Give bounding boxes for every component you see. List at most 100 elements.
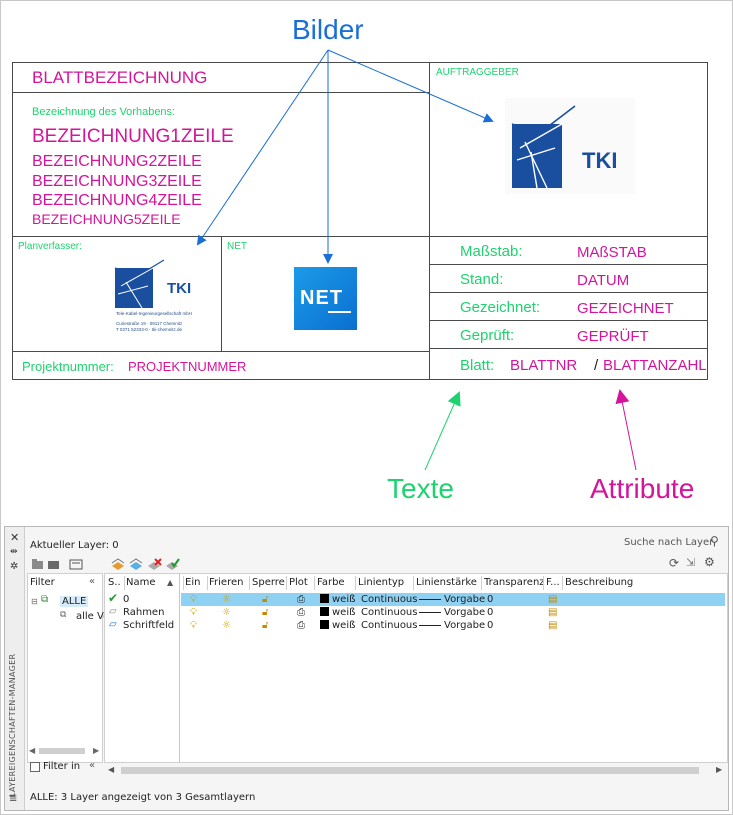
tki-mark-icon bbox=[511, 105, 576, 189]
printer-icon[interactable]: ⎙ bbox=[297, 620, 305, 631]
color-name: weiß bbox=[332, 594, 356, 605]
new-filter-icon[interactable] bbox=[30, 556, 46, 570]
linetype-cell[interactable]: Continuous bbox=[361, 594, 418, 605]
color-cell[interactable]: weiß bbox=[320, 619, 355, 632]
new-vp-freeze-icon[interactable]: ▤ bbox=[548, 607, 558, 618]
linetype-cell[interactable]: Continuous bbox=[361, 607, 418, 618]
layers-stack-icon: ≣ bbox=[9, 793, 18, 804]
name-column-separator bbox=[179, 573, 180, 763]
set-current-icon[interactable] bbox=[164, 556, 180, 570]
transparency-cell[interactable]: 0 bbox=[487, 607, 494, 618]
table-row[interactable]: 💡︎ ☼ 🔓︎ ⎙ weiß Continuous Vorgabe 0 ▤ bbox=[185, 619, 727, 632]
transparency-cell[interactable]: 0 bbox=[487, 620, 494, 631]
printer-icon[interactable]: ⎙ bbox=[297, 594, 305, 605]
lock-open-icon[interactable]: 🔓︎ bbox=[262, 594, 269, 605]
bulb-on-icon[interactable]: 💡︎ bbox=[190, 594, 197, 605]
filter-invert-checkbox[interactable] bbox=[30, 762, 40, 772]
new-layer-frozen-icon[interactable] bbox=[128, 556, 144, 570]
printer-icon[interactable]: ⎙ bbox=[297, 607, 305, 618]
search-icon[interactable]: ⚲ bbox=[710, 534, 719, 548]
sun-icon[interactable]: ☼ bbox=[222, 594, 231, 605]
bezeichnung-zeile-1: BEZEICHNUNG1ZEILE bbox=[32, 126, 234, 147]
col-transparenz[interactable]: Transparenz bbox=[484, 577, 545, 588]
tree-scroll-left-icon[interactable]: ◀ bbox=[29, 746, 36, 755]
layer-name-0[interactable]: 0 bbox=[123, 594, 130, 605]
delete-layer-icon[interactable] bbox=[146, 556, 162, 570]
list-scrollbar[interactable] bbox=[121, 767, 699, 774]
color-cell[interactable]: weiß bbox=[320, 606, 355, 619]
tree-expand-icon[interactable]: ⊟ bbox=[31, 597, 38, 606]
lineweight-cell[interactable]: Vorgabe bbox=[444, 620, 486, 631]
field-value-massstab: MAßSTAB bbox=[577, 244, 647, 261]
col-sperre[interactable]: Sperre bbox=[252, 577, 285, 588]
header-sep-linientyp bbox=[355, 576, 356, 590]
layer-state-icon[interactable] bbox=[68, 556, 84, 570]
linetype-cell[interactable]: Continuous bbox=[361, 620, 418, 631]
transparency-cell[interactable]: 0 bbox=[487, 594, 494, 605]
tki-address-line-1: Tele-Kabel-Ingenieurgesellschaft mbH bbox=[116, 311, 193, 316]
settings-gear-icon[interactable]: ⚙ bbox=[704, 555, 715, 569]
lock-open-icon[interactable]: 🔓︎ bbox=[262, 607, 269, 618]
header-sep-f bbox=[543, 576, 544, 590]
col-frieren[interactable]: Frieren bbox=[209, 577, 244, 588]
pin-icon[interactable]: ⇹ bbox=[10, 547, 18, 557]
col-status[interactable]: S.. bbox=[108, 577, 121, 588]
group-filter-icon[interactable] bbox=[46, 556, 62, 570]
table-row[interactable]: 💡︎ ☼ 🔓︎ ⎙ weiß Continuous Vorgabe 0 ▤ bbox=[185, 593, 727, 606]
header-sep-transparenz bbox=[481, 576, 482, 590]
bulb-on-icon[interactable]: 💡︎ bbox=[190, 607, 197, 618]
bulb-on-icon[interactable]: 💡︎ bbox=[190, 620, 197, 631]
field-label-geprueft: Geprüft: bbox=[460, 327, 515, 344]
lineweight-line bbox=[419, 612, 441, 613]
new-vp-freeze-icon[interactable]: ▤ bbox=[548, 594, 558, 605]
annotation-attribute: Attribute bbox=[590, 473, 695, 504]
list-scroll-left-icon[interactable]: ◀ bbox=[108, 765, 115, 774]
field-value-stand: DATUM bbox=[577, 272, 630, 289]
auftraggeber-label: AUFTRAGGEBER bbox=[436, 67, 519, 78]
lock-open-icon[interactable]: 🔓︎ bbox=[262, 620, 269, 631]
color-cell[interactable]: weiß bbox=[320, 593, 355, 606]
col-sort-icon[interactable]: ▲ bbox=[167, 578, 174, 587]
settings-export-icon[interactable]: ⇲ bbox=[686, 556, 696, 569]
col-farbe[interactable]: Farbe bbox=[317, 577, 345, 588]
refresh-icon[interactable]: ⟳ bbox=[669, 556, 680, 570]
tree-item-alle-verwendet[interactable]: alle Ve bbox=[76, 611, 110, 622]
col-linienstaerke[interactable]: Linienstärke bbox=[416, 577, 477, 588]
arrow-bilder-tki-large bbox=[327, 49, 494, 123]
sun-icon[interactable]: ☼ bbox=[222, 607, 231, 618]
tree-item-alle[interactable]: ALLE bbox=[60, 596, 89, 607]
new-vp-freeze-icon[interactable]: ▤ bbox=[548, 620, 558, 631]
tki-logo-small-text: TKI bbox=[167, 280, 192, 297]
tree-scrollbar[interactable] bbox=[39, 748, 85, 754]
filter-collapse-icon[interactable]: « bbox=[89, 576, 96, 587]
close-icon[interactable]: ✕ bbox=[10, 531, 20, 544]
net-logo: NET bbox=[294, 267, 357, 330]
sun-icon[interactable]: ☼ bbox=[222, 620, 231, 631]
table-row[interactable]: 💡︎ ☼ 🔓︎ ⎙ weiß Continuous Vorgabe 0 ▤ bbox=[185, 606, 727, 619]
layer-properties-manager: ✕ ⇹ ✲ LAYEREIGENSCHAFTEN-MANAGER ≣ Aktue… bbox=[4, 526, 729, 811]
col-name[interactable]: Name bbox=[126, 577, 156, 588]
net-logo-text: NET bbox=[300, 287, 343, 309]
bezeichnung-zeile-5: BEZEICHNUNG5ZEILE bbox=[32, 211, 181, 227]
layer-name-2[interactable]: Schriftfeld bbox=[123, 620, 175, 631]
field-label-stand: Stand: bbox=[460, 271, 504, 288]
layer-name-1[interactable]: Rahmen bbox=[123, 607, 165, 618]
projektnummer-value: PROJEKTNUMMER bbox=[128, 359, 247, 374]
lineweight-cell[interactable]: Vorgabe bbox=[444, 594, 486, 605]
col-plot[interactable]: Plot bbox=[289, 577, 308, 588]
gear-icon[interactable]: ✲ bbox=[10, 561, 19, 572]
list-scroll-right-icon[interactable]: ▶ bbox=[716, 765, 723, 774]
filter-expand-icon[interactable]: « bbox=[89, 760, 96, 771]
blatt-slash: / bbox=[594, 357, 599, 374]
blattanzahl-value: BLATTANZAHL bbox=[603, 357, 707, 374]
new-layer-icon[interactable] bbox=[110, 556, 126, 570]
col-linientyp[interactable]: Linientyp bbox=[358, 577, 405, 588]
lineweight-cell[interactable]: Vorgabe bbox=[444, 607, 486, 618]
arrow-attribute bbox=[615, 389, 637, 471]
field-label-gezeichnet: Gezeichnet: bbox=[460, 299, 541, 316]
tree-scroll-right-icon[interactable]: ▶ bbox=[93, 746, 100, 755]
col-f[interactable]: F... bbox=[546, 577, 560, 588]
search-layer-field[interactable]: Suche nach Layer bbox=[624, 537, 714, 548]
col-ein[interactable]: Ein bbox=[185, 577, 201, 588]
col-beschreibung[interactable]: Beschreibung bbox=[565, 577, 634, 588]
